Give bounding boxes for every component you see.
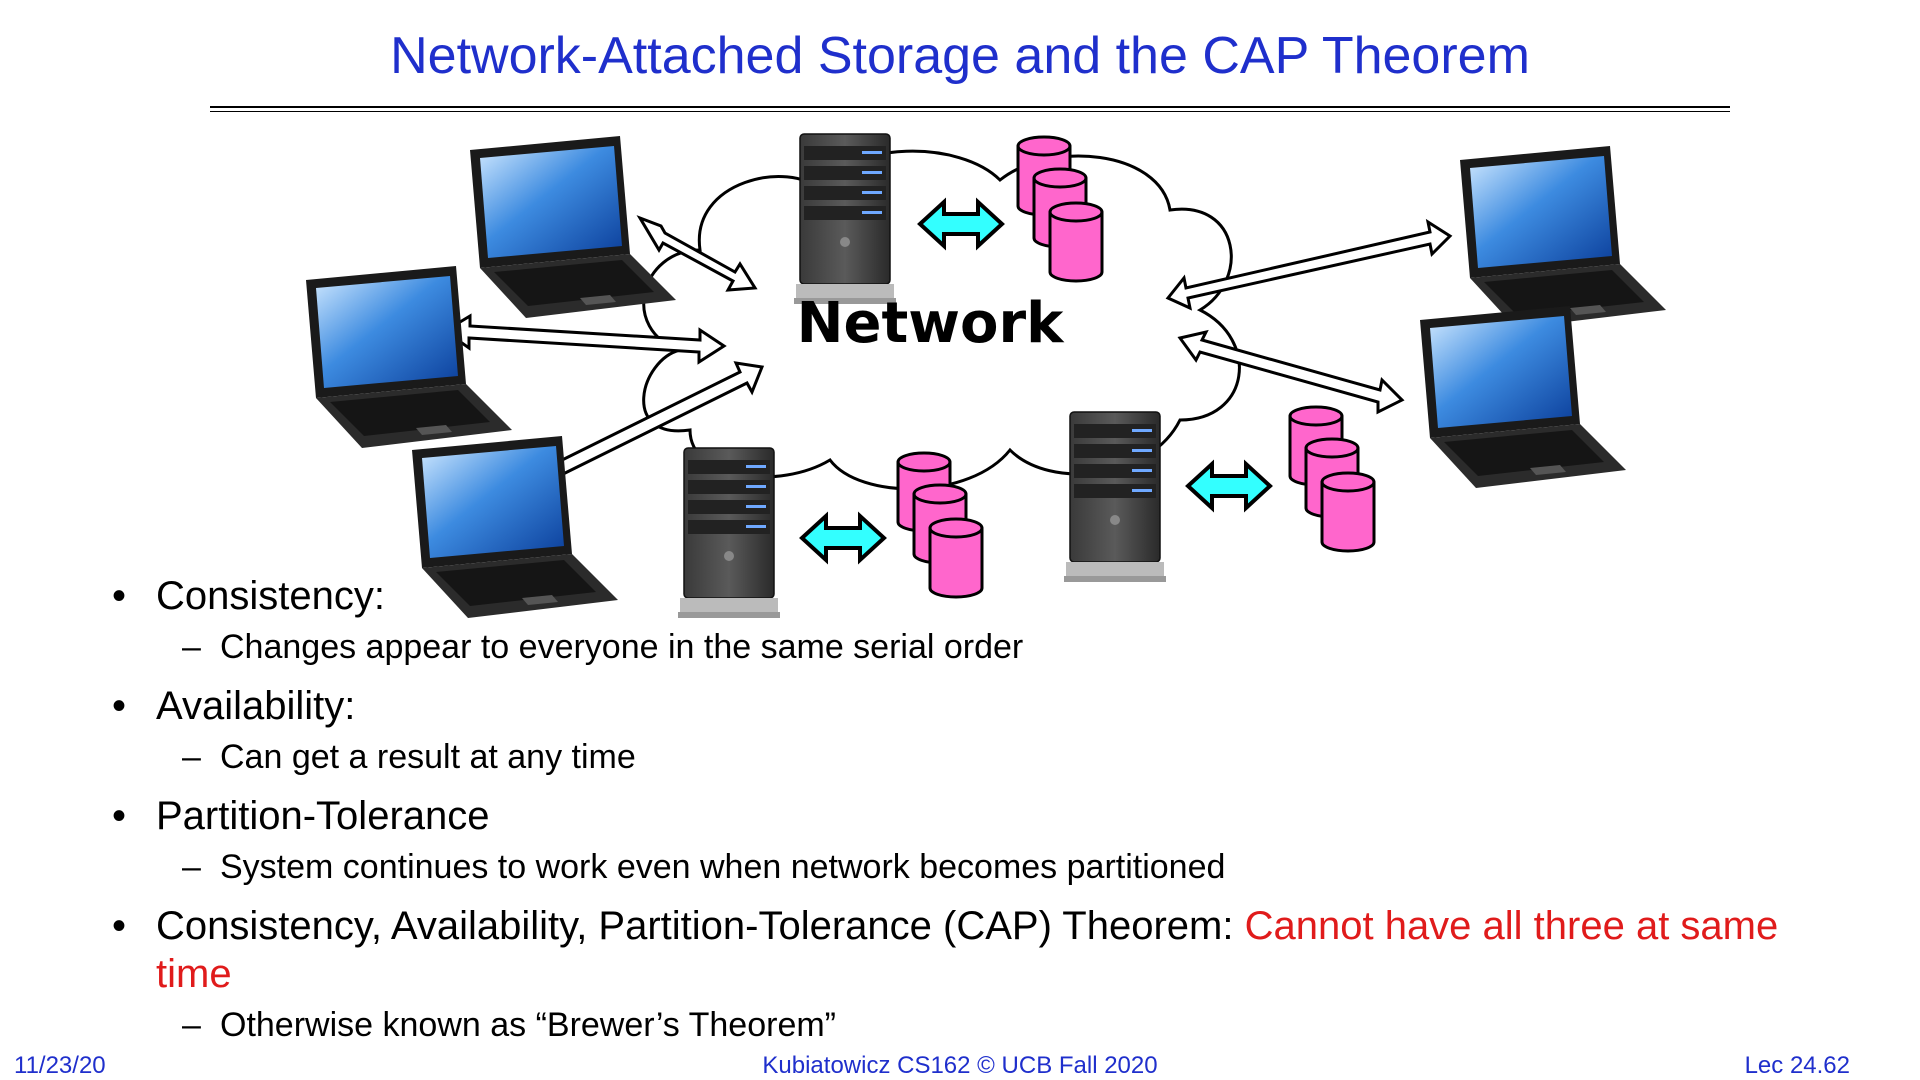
bullet-item: • Partition-Tolerance xyxy=(112,792,1832,840)
bullet-dot: • xyxy=(112,794,127,838)
sub-bullet-text: Otherwise known as “Brewer’s Theorem” xyxy=(220,1006,837,1044)
sub-bullet-text: Can get a result at any time xyxy=(220,738,636,776)
network-label: Network xyxy=(797,291,1065,356)
title-rule-thin xyxy=(210,111,1730,112)
sub-bullet-item: –Otherwise known as “Brewer’s Theorem” xyxy=(112,1004,1832,1046)
title-rule xyxy=(210,106,1730,108)
disk-icon xyxy=(1288,405,1376,553)
sub-bullet-dash: – xyxy=(182,848,201,886)
bullet-highlight: Cannot have all three at same time xyxy=(156,904,1779,996)
bullet-item: • Consistency, Availability, Partition-To… xyxy=(112,902,1832,998)
sub-bullet-dash: – xyxy=(182,1006,201,1044)
bullet-dot: • xyxy=(112,574,127,618)
footer-page-number: Lec 24.62 xyxy=(1744,1052,1850,1079)
footer-date: 11/23/20 xyxy=(14,1052,106,1079)
bullet-list: •Consistency: –Changes appear to everyon… xyxy=(112,572,1832,1060)
laptop-icon xyxy=(306,266,512,448)
sub-bullet-dash: – xyxy=(182,628,201,666)
footer-course: Kubiatowicz CS162 © UCB Fall 2020 xyxy=(762,1052,1158,1079)
sub-bullet-dash: – xyxy=(182,738,201,776)
sub-bullet-item: –System continues to work even when netw… xyxy=(112,846,1832,888)
bullet-text: Consistency: xyxy=(156,574,385,618)
sub-bullet-item: –Changes appear to everyone in the same … xyxy=(112,626,1832,668)
bullet-text: Availability: xyxy=(156,684,356,728)
bullet-text: Consistency, Availability, Partition-Tol… xyxy=(156,904,1245,948)
server-icon xyxy=(1063,411,1167,583)
sub-bullet-item: –Can get a result at any time xyxy=(112,736,1832,778)
bullet-dot: • xyxy=(112,904,127,948)
server-icon xyxy=(793,133,897,305)
bullet-dot: • xyxy=(112,684,127,728)
bullet-text: Partition-Tolerance xyxy=(156,794,490,838)
sub-bullet-text: System continues to work even when netwo… xyxy=(220,848,1226,886)
bullet-item: • Availability: xyxy=(112,682,1832,730)
network-diagram: Network xyxy=(306,133,1666,619)
bullet-item: • Consistency: xyxy=(112,572,1832,620)
slide-title: Network-Attached Storage and the CAP The… xyxy=(390,27,1530,85)
laptop-icon xyxy=(1460,146,1666,328)
sub-bullet-text: Changes appear to everyone in the same s… xyxy=(220,628,1024,666)
laptop-icon xyxy=(1420,306,1626,488)
